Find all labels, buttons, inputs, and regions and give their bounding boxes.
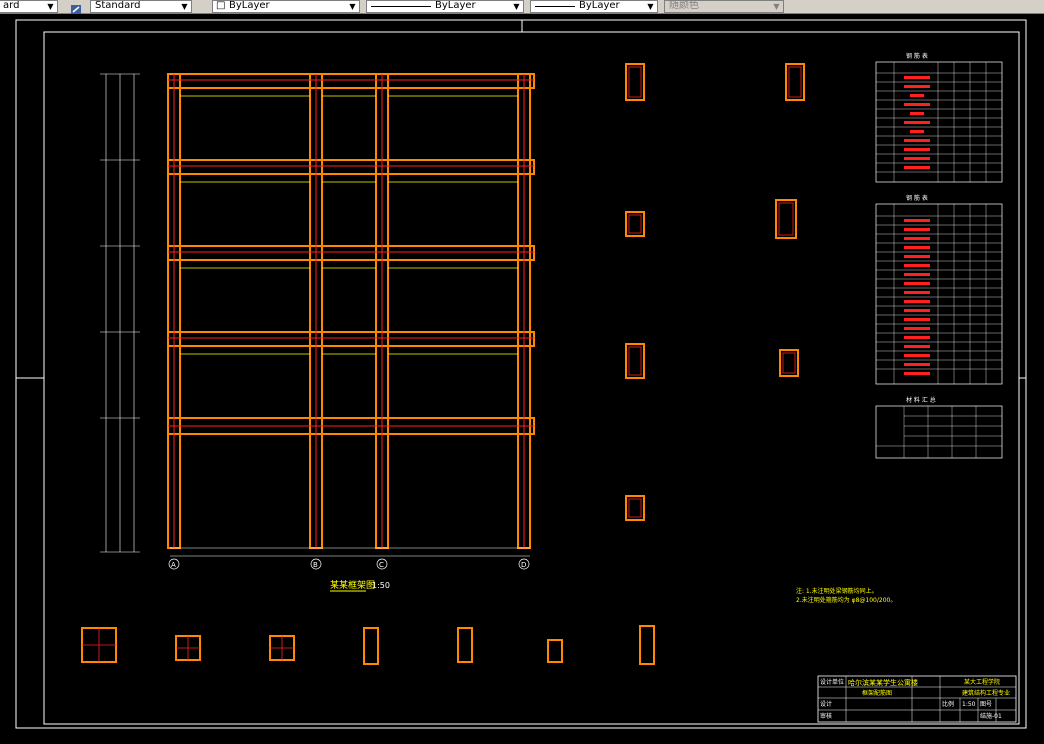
layer-value: ByLayer (229, 0, 270, 11)
table-title: 钢 筋 表 (906, 194, 928, 202)
column-sections (81, 625, 655, 665)
axis-label: A (171, 561, 176, 569)
tb-major: 建筑结构工程专业 (962, 689, 1010, 697)
prefix-dropdown[interactable]: ard ▼ (0, 0, 58, 13)
note-line-2: 2.未注明处箍筋均为 φ8@100/200。 (796, 596, 896, 604)
rebar-table-2: 钢 筋 表 (875, 194, 1003, 385)
tb-checker: 审核 (820, 712, 832, 720)
color-swatch-icon: □ (216, 0, 226, 11)
lineweight-sample (535, 6, 575, 7)
axis-label: D (521, 561, 526, 569)
tb-design: 设计单位 (820, 678, 844, 686)
chevron-down-icon: ▼ (513, 2, 520, 11)
lineweight-value: ByLayer (579, 0, 620, 11)
prefix-value: ard (3, 0, 20, 11)
text-style-icon[interactable] (70, 0, 82, 14)
outer-border (15, 19, 1027, 729)
axis-label: B (313, 561, 318, 569)
tb-project: 哈尔滨某某学生公寓楼 (848, 678, 918, 687)
properties-toolbar: ard ▼ Standard ▼ □ ByLayer ▼ ByLayer ▼ B… (0, 0, 1044, 14)
chevron-down-icon: ▼ (647, 2, 654, 11)
axis-label: C (379, 561, 384, 569)
text-style-value: Standard (95, 0, 141, 11)
tb-sheet-value: 结施-01 (980, 712, 1002, 720)
tb-scale-value: 1:50 (962, 701, 976, 708)
cad-drawing: A B C D 某某框架图 1:50 (15, 19, 1027, 729)
material-summary-table: 材 料 汇 总 (875, 396, 1003, 459)
drawing-canvas[interactable]: A B C D 某某框架图 1:50 (0, 14, 1044, 740)
title-block: 设计单位 哈尔滨某某学生公寓楼 框架配筋图 某大工程学院 建筑结构工程专业 设计… (817, 675, 1017, 723)
plot-style-value: 随颜色 (669, 0, 699, 11)
layer-dropdown[interactable]: □ ByLayer ▼ (212, 0, 360, 13)
chevron-down-icon: ▼ (773, 2, 780, 11)
main-title: 某某框架图 (330, 579, 375, 591)
inner-border (43, 31, 1020, 725)
linetype-sample (371, 6, 431, 7)
tb-designer: 设计 (820, 700, 832, 708)
table-title: 材 料 汇 总 (906, 396, 936, 404)
elevation-dimensions (100, 73, 140, 553)
lineweight-dropdown[interactable]: ByLayer ▼ (530, 0, 658, 13)
chevron-down-icon: ▼ (349, 2, 356, 11)
main-scale: 1:50 (372, 581, 390, 590)
tb-school: 某大工程学院 (964, 678, 1000, 686)
beam-sections (625, 63, 805, 521)
tb-scale-label: 比例 (942, 700, 954, 708)
tb-sheet-label: 图号 (980, 701, 992, 708)
frame-elevation: A B C D (167, 73, 535, 570)
note-line-1: 注: 1.未注明处梁钢筋均同上。 (796, 587, 878, 595)
chevron-down-icon: ▼ (181, 2, 188, 11)
table-title: 钢 筋 表 (906, 52, 928, 60)
tb-drawing-name: 框架配筋图 (862, 689, 892, 697)
rebar-table-1: 钢 筋 表 (875, 52, 1003, 183)
chevron-down-icon: ▼ (47, 2, 54, 11)
text-style-dropdown[interactable]: Standard ▼ (90, 0, 192, 13)
plot-style-dropdown: 随颜色 ▼ (664, 0, 784, 13)
linetype-dropdown[interactable]: ByLayer ▼ (366, 0, 524, 13)
linetype-value: ByLayer (435, 0, 476, 11)
